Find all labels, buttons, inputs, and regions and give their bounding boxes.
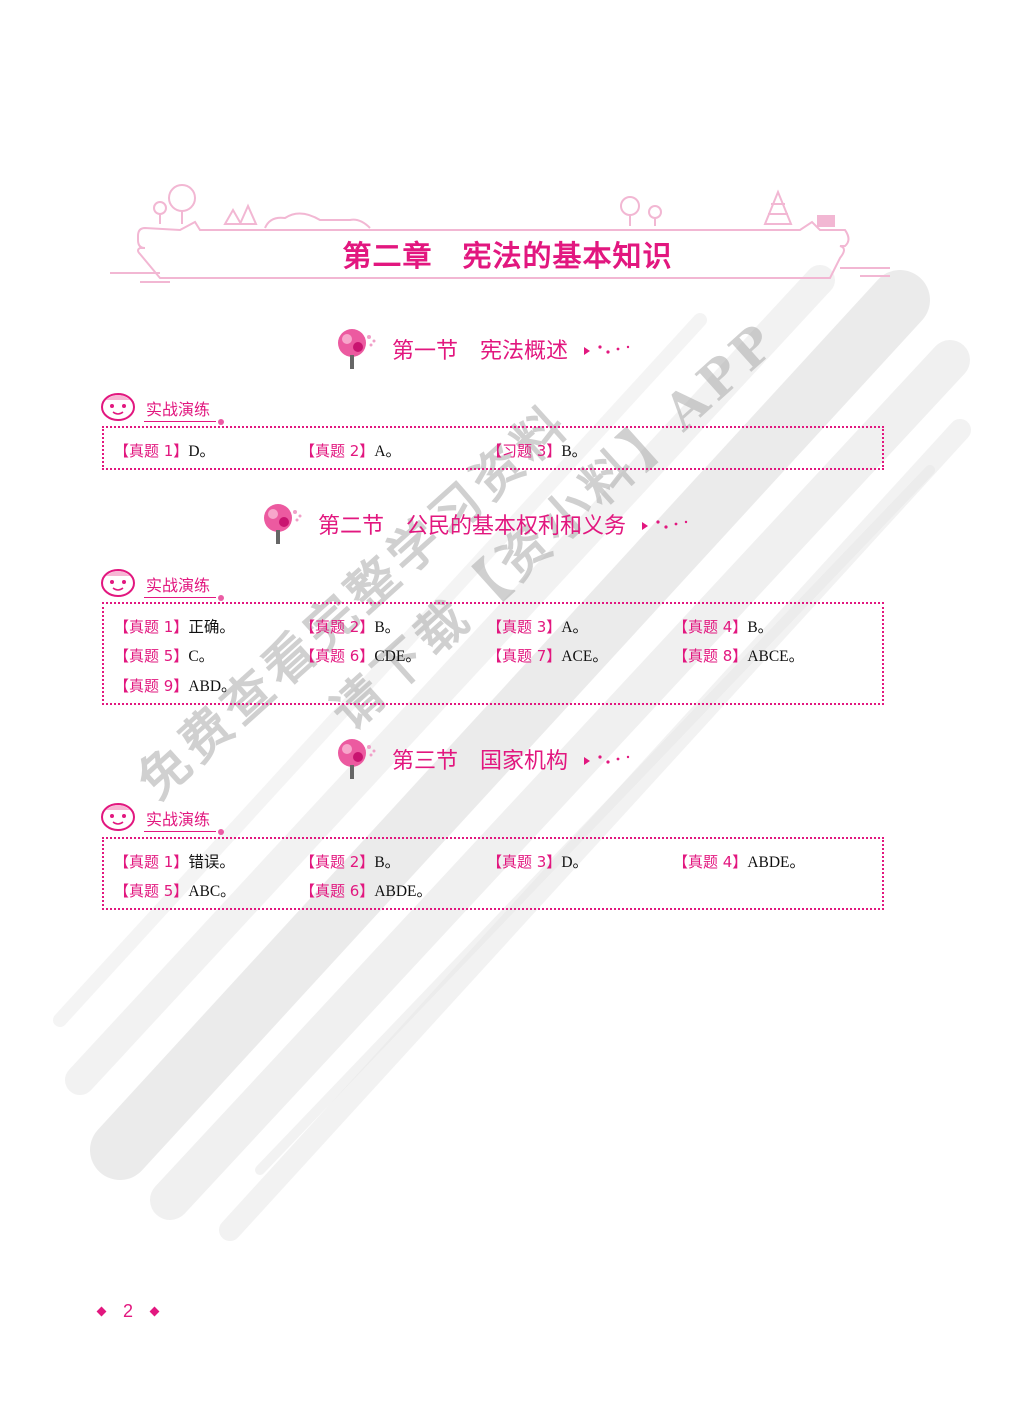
label-dot [218, 829, 225, 835]
answer-box-section-1: 【真题 1】D。 【真题 2】A。 【习题 3】B。 [102, 426, 884, 470]
pink-tree-icon [338, 329, 376, 369]
answer-item: 【真题 4】ABDE。 [673, 853, 806, 871]
page-footer: 2 [96, 1298, 160, 1324]
practice-label-2: 实战演练 [100, 564, 225, 601]
section-title: 第三节 国家机构 [392, 749, 569, 774]
sparkle-dots-icon [642, 520, 688, 530]
chapter-banner-frame [110, 184, 890, 283]
answer-item: 【真题 3】A。 [487, 618, 589, 636]
answer-item: 【真题 4】B。 [673, 618, 774, 636]
answer-item: 【真题 2】B。 [300, 853, 401, 871]
sparkle-dots-icon [584, 755, 630, 765]
section-heading-1: 第一节 宪法概述 [336, 325, 632, 373]
label-dot [218, 595, 225, 601]
answer-box-section-2: 【真题 1】正确。 【真题 2】B。 【真题 3】A。 【真题 4】B。 【真题… [102, 602, 884, 705]
answer-item: 【真题 2】B。 [300, 618, 401, 636]
answer-item: 【真题 7】ACE。 [487, 647, 608, 665]
answer-item: 【真题 1】错误。 [114, 853, 235, 871]
answer-item: 【真题 6】CDE。 [300, 647, 421, 665]
answer-item: 【习题 3】B。 [487, 442, 588, 460]
diamond-icon [96, 1306, 107, 1316]
answer-item: 【真题 5】C。 [114, 647, 215, 665]
cartoon-face-icon [101, 569, 135, 597]
practice-label-text: 实战演练 [144, 572, 217, 598]
cartoon-face-icon [101, 803, 135, 831]
section-title: 第二节 公民的基本权利和义务 [318, 514, 627, 539]
cartoon-face-icon [101, 393, 135, 421]
answer-item: 【真题 5】ABC。 [114, 882, 236, 900]
practice-label-3: 实战演练 [100, 798, 225, 835]
practice-label-1: 实战演练 [100, 388, 225, 425]
section-title: 第一节 宪法概述 [392, 339, 569, 364]
answer-item: 【真题 2】A。 [300, 442, 402, 460]
diamond-icon [149, 1306, 160, 1316]
answer-item: 【真题 6】ABDE。 [300, 882, 433, 900]
answer-item: 【真题 3】D。 [487, 853, 589, 871]
chapter-title: 第二章 宪法的基本知识 [342, 239, 673, 273]
section-heading-2: 第二节 公民的基本权利和义务 [262, 500, 690, 548]
answer-box-section-3: 【真题 1】错误。 【真题 2】B。 【真题 3】D。 【真题 4】ABDE。 … [102, 837, 884, 910]
practice-label-text: 实战演练 [144, 806, 217, 832]
answer-item: 【真题 1】正确。 [114, 618, 235, 636]
label-dot [218, 419, 225, 425]
pink-tree-icon [264, 504, 302, 544]
section-heading-3: 第三节 国家机构 [336, 735, 632, 783]
answer-item: 【真题 1】D。 [114, 442, 216, 460]
pink-tree-icon [338, 739, 376, 779]
practice-label-text: 实战演练 [144, 396, 217, 422]
sparkle-dots-icon [584, 345, 630, 355]
page-number: 2 [123, 1300, 134, 1321]
answer-item: 【真题 8】ABCE。 [673, 647, 805, 665]
answer-item: 【真题 9】ABD。 [114, 677, 237, 695]
